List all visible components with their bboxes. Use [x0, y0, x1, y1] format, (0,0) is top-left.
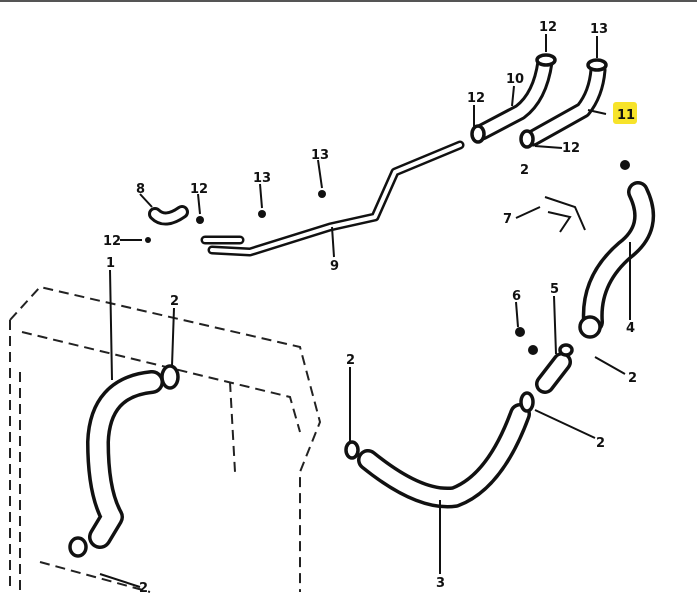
callout-label: 9: [330, 259, 339, 274]
callout-label: 12: [562, 141, 580, 156]
callout-label: 13: [311, 148, 329, 163]
hose-8: [148, 205, 189, 226]
hose-11: [524, 61, 607, 147]
callout-label: 7: [503, 212, 512, 227]
callout-label: 2: [346, 353, 355, 368]
callout-label: 2: [170, 294, 179, 309]
callout-label: 3: [436, 576, 445, 591]
callout-label: 13: [590, 22, 608, 37]
callout-label-highlighted: 11: [617, 108, 635, 123]
hose-4: [581, 181, 656, 333]
callout-label: 13: [253, 171, 271, 186]
callout-label: 12: [190, 182, 208, 197]
leader-lines: [99, 34, 631, 588]
hose-10: [473, 53, 554, 141]
callout-label: 12: [539, 20, 557, 35]
callout-label: 6: [512, 289, 521, 304]
callout-label: 2: [139, 581, 148, 596]
callout-label: 5: [550, 282, 559, 297]
hose-3: [357, 403, 531, 509]
callout-label: 2: [596, 436, 605, 451]
callout-label: 8: [136, 182, 145, 197]
callout-label: 4: [626, 321, 635, 336]
callout-labels: 12 13 10 12 11 12 2 13 13 8 12 12 9 7 1 …: [103, 20, 637, 596]
hose-5: [535, 352, 572, 394]
callout-label: 12: [467, 91, 485, 106]
callout-label: 1: [106, 256, 115, 271]
callout-label: 2: [628, 371, 637, 386]
callout-11-highlight: [613, 102, 637, 124]
pipe-9: [200, 140, 465, 257]
radiator-outline: [9, 285, 322, 593]
hose-1: [86, 370, 164, 549]
callout-label: 12: [103, 234, 121, 249]
callout-label: 10: [506, 72, 524, 87]
callout-label: 2: [520, 163, 529, 178]
clamps: [68, 53, 630, 558]
